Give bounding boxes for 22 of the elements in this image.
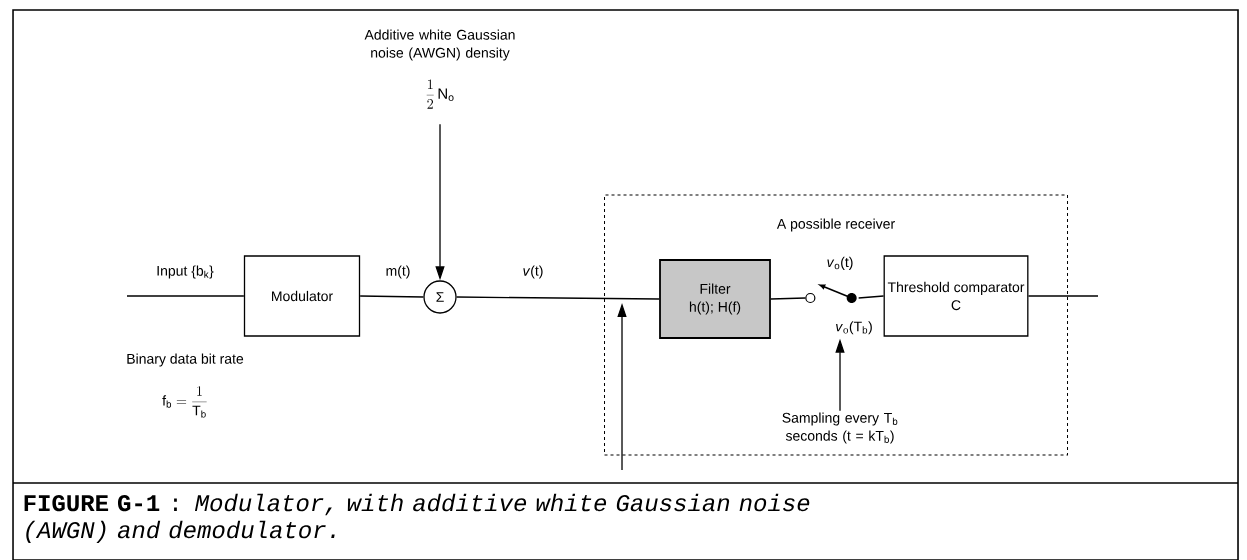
signal-label: v$_{o}$(T$_{b}$) bbox=[836, 321, 872, 335]
summing-junction: Σ bbox=[423, 280, 457, 314]
signal-line bbox=[456, 296, 660, 300]
noise-density: $\frac{1}{2}\,\mathrm{N_o}$ bbox=[426, 79, 454, 109]
process-box: Modulator bbox=[243, 255, 361, 337]
edge-label: v(t) bbox=[521, 264, 545, 280]
edge-label: Input {b$_{k}$} bbox=[155, 264, 215, 280]
signal-line bbox=[770, 297, 806, 300]
note-text: Binary data bit rate bbox=[127, 353, 244, 367]
signal-line bbox=[126, 295, 245, 297]
note-text: Additive white Gaussian noise (AWGN) density bbox=[364, 29, 515, 61]
signal-line bbox=[858, 295, 885, 299]
note-text: Sampling every T$_{b}$ seconds (t = kT$_{b}$) bbox=[782, 412, 898, 444]
signal-label: v$_{o}$(t) bbox=[827, 256, 853, 270]
signal-line bbox=[1027, 295, 1099, 297]
sampling-switch-drawing bbox=[805, 284, 857, 304]
filter-box: Filter h(t); H(f) bbox=[659, 259, 771, 339]
caption: FIGURE G-1 : Modulator, with additive white Gaussian noise (AWGN) and demodulator. bbox=[24, 493, 810, 544]
process-box: Threshold comparator C bbox=[883, 255, 1029, 337]
edge-label: m(t) bbox=[384, 264, 412, 280]
signal-line bbox=[359, 295, 424, 298]
formula: $\mathrm{f_b} = \frac{1}{\mathrm{T_b}}$ bbox=[162, 386, 207, 418]
